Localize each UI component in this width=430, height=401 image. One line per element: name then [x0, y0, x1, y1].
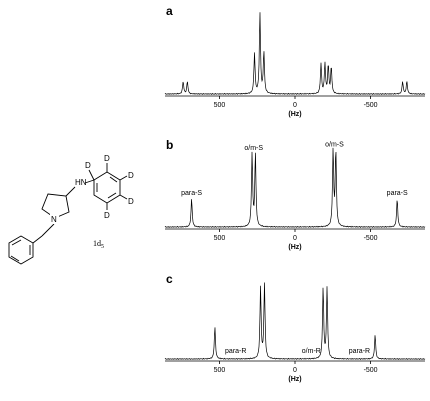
panel-letter: a: [166, 4, 173, 18]
d-bond: [88, 169, 95, 181]
ring-n-mask: [50, 214, 59, 224]
phenyl-double-bond: [107, 192, 117, 199]
spectrum-panel-a: a 500 0 -500 (Hz): [164, 4, 426, 118]
peak-annotation: para-R: [349, 348, 370, 355]
x-tick-label: -500: [364, 102, 378, 109]
spectra-panels: a 500 0 -500 (Hz) b 500 0 -500 (Hz) para-S o/m-S o/m…: [164, 4, 426, 383]
benzyl-double-bond: [11, 239, 22, 246]
x-tick-label: 0: [293, 367, 297, 374]
benzyl-phenyl-ring: [8, 235, 34, 265]
benzyl-bond: [32, 235, 43, 244]
spectrum-panel-c: c 500 0 -500 (Hz) para-R o/m-R para-R: [164, 272, 426, 383]
peak-annotation: para-S: [181, 190, 202, 197]
compound-subscript: 5: [101, 244, 104, 250]
amine-bond: [84, 179, 95, 184]
x-tick-label: -500: [364, 367, 378, 374]
x-tick-label: 500: [214, 102, 226, 109]
phenyl-double-bond: [109, 176, 118, 183]
deuterated-phenyl-ring: [93, 171, 121, 204]
benzyl-double-bond: [10, 255, 20, 262]
pyrrolidine-ring: [41, 193, 70, 219]
peak-annotation: o/m-S: [325, 142, 344, 149]
deuterium-label: D: [85, 161, 91, 170]
deuterium-label: D: [128, 197, 134, 206]
deuterium-label: D: [104, 211, 110, 220]
deuterium-label: D: [128, 171, 134, 180]
spectrum-panel-b: b 500 0 -500 (Hz) para-S o/m-S o/m-S para-S: [164, 138, 426, 251]
x-axis-title: (Hz): [288, 111, 301, 118]
deuterium-label: D: [104, 154, 110, 163]
x-tick-label: 500: [214, 367, 226, 374]
amine-label: HN: [75, 178, 87, 187]
compound-label: 1d5: [93, 239, 104, 250]
x-tick-label: 0: [293, 235, 297, 242]
d-bond: [119, 175, 128, 181]
x-tick-label: 0: [293, 102, 297, 109]
peak-annotation: para-R: [225, 348, 246, 355]
panel-letter: c: [166, 272, 173, 286]
molecule-structure: [8, 163, 128, 265]
peak-annotation: para-S: [387, 190, 408, 197]
spectrum-trace: [164, 12, 426, 95]
benzyl-ch2-bond: [41, 223, 55, 237]
amine-to-pyrrolidine-bond: [65, 186, 76, 197]
x-axis-title: (Hz): [288, 244, 301, 251]
spectrum-trace: [164, 147, 426, 228]
peak-annotation: o/m-S: [244, 145, 263, 152]
ring-nitrogen-label: N: [51, 215, 57, 224]
spectrum-trace: [164, 282, 426, 361]
d-bond: [119, 194, 128, 200]
molecule-labels: HN N D D D D D 1d5: [50, 154, 134, 250]
peak-annotation: o/m-R: [302, 348, 321, 355]
x-axis-title: (Hz): [288, 376, 301, 383]
x-tick-label: 500: [214, 235, 226, 242]
x-tick-label: -500: [364, 235, 378, 242]
panel-letter: b: [166, 138, 173, 152]
